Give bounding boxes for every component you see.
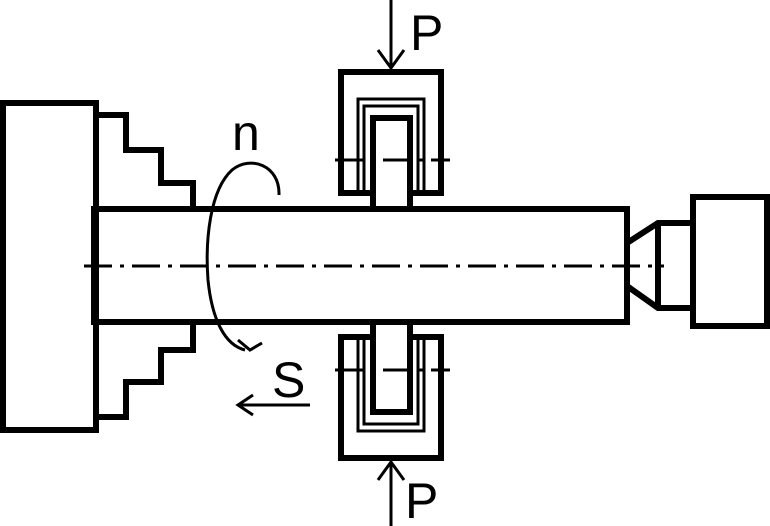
force-label-bottom: P bbox=[405, 473, 438, 526]
force-arrow-top bbox=[376, 0, 406, 71]
tailstock-body bbox=[690, 194, 770, 329]
rotation-arrow bbox=[205, 161, 281, 352]
lower-tool bbox=[335, 322, 450, 461]
chuck-faceplate bbox=[0, 100, 99, 433]
feed-label: S bbox=[272, 352, 305, 408]
rotation-label: n bbox=[232, 105, 260, 161]
chuck-jaw-lower bbox=[96, 322, 196, 420]
force-label-top: P bbox=[410, 5, 443, 61]
chuck-jaw-upper bbox=[96, 112, 196, 208]
upper-tool bbox=[335, 69, 450, 208]
force-arrow-bottom bbox=[376, 459, 406, 526]
feed-arrow bbox=[235, 393, 310, 417]
